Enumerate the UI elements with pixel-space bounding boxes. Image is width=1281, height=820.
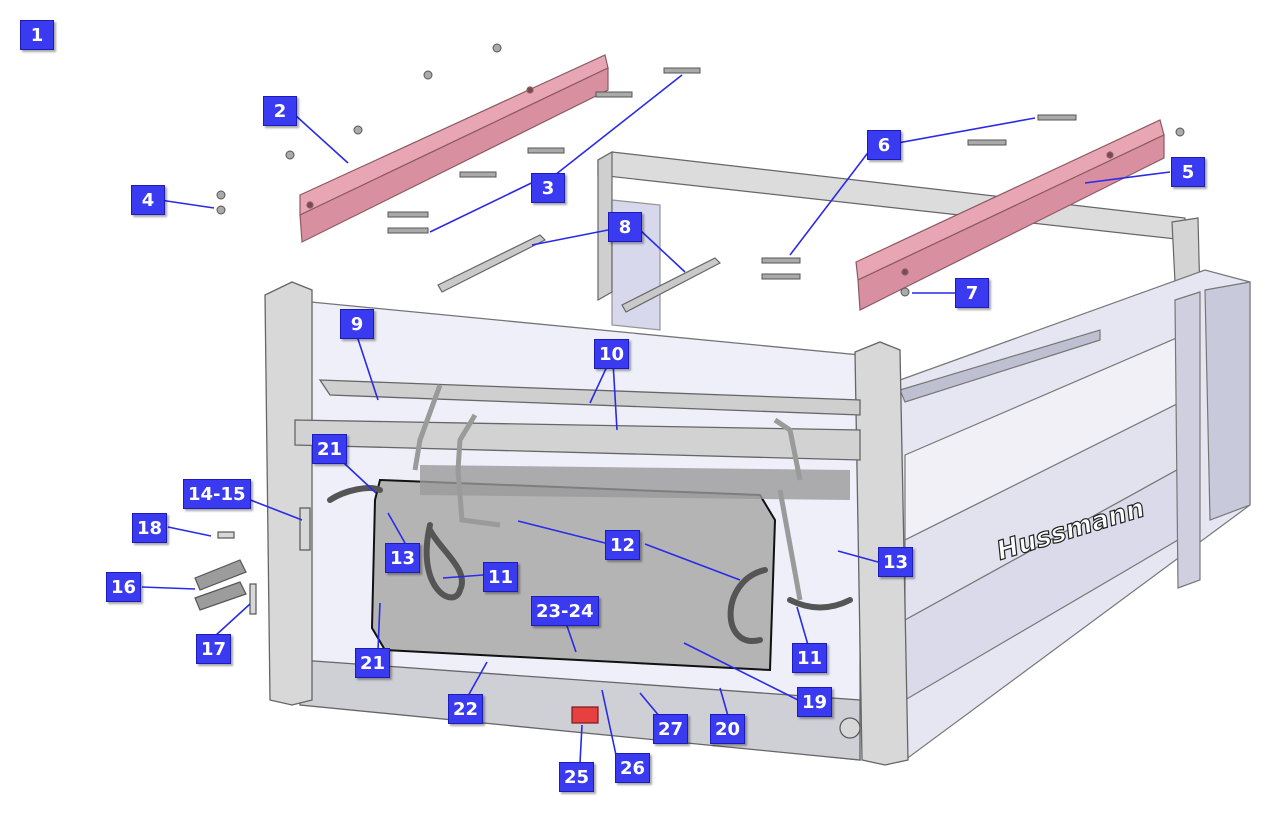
callout-10: 10 xyxy=(594,339,630,369)
callout-6: 6 xyxy=(867,130,901,160)
callout-5: 5 xyxy=(1171,157,1205,187)
drain-fitting xyxy=(839,717,861,739)
top-rail-right xyxy=(855,119,1165,311)
callout-11-left: 11 xyxy=(483,562,519,592)
callout-4: 4 xyxy=(131,185,165,215)
callout-20: 20 xyxy=(710,714,746,744)
callout-13-right: 13 xyxy=(878,547,914,577)
exploded-small-parts xyxy=(194,507,311,615)
top-rail-left xyxy=(299,54,609,243)
callout-22: 22 xyxy=(448,694,484,724)
callout-17: 17 xyxy=(196,634,232,664)
callout-18: 18 xyxy=(132,513,168,543)
callout-14-15: 14-15 xyxy=(183,479,251,509)
callout-9: 9 xyxy=(340,309,374,339)
callout-2: 2 xyxy=(263,96,297,126)
base-plate xyxy=(370,478,777,672)
callout-21-top: 21 xyxy=(312,434,348,464)
callout-16: 16 xyxy=(106,572,142,602)
callout-12: 12 xyxy=(605,530,641,560)
callout-8: 8 xyxy=(608,212,642,242)
callout-7: 7 xyxy=(955,278,989,308)
callout-25: 25 xyxy=(559,762,595,792)
callout-19: 19 xyxy=(797,687,833,717)
figure-number-label: 1 xyxy=(20,20,54,50)
right-drawer-body xyxy=(899,269,1251,762)
callout-27: 27 xyxy=(653,714,689,744)
front-latch xyxy=(571,706,599,724)
callout-23-24: 23-24 xyxy=(531,596,599,626)
inner-shadow-panel xyxy=(420,465,850,500)
tubing xyxy=(412,384,803,601)
support-brackets xyxy=(437,234,722,313)
callout-13-left: 13 xyxy=(385,543,421,573)
callout-21-bottom: 21 xyxy=(355,648,391,678)
leader-lines xyxy=(141,74,1171,764)
fasteners xyxy=(216,43,1185,297)
callout-3: 3 xyxy=(531,173,565,203)
callout-11-right: 11 xyxy=(792,643,828,673)
hoses xyxy=(327,485,853,644)
callout-26: 26 xyxy=(615,753,651,783)
